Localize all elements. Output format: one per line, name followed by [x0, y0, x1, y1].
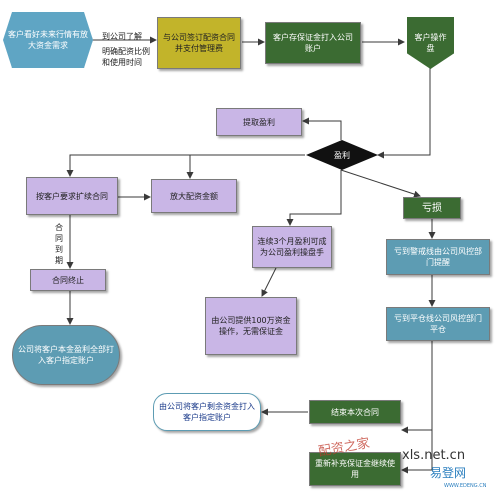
node-sign-contract: 与公司签订配资合同并支付管理费 [157, 17, 241, 69]
node-customer-interest: 客户看好未来行情有放大资金需求 [3, 12, 93, 68]
node-settle-all: 公司将客户本金盈利全部打入客户指定账户 [12, 325, 120, 385]
node-stop-loss: 亏到平仓线公司风控部门平仓 [386, 307, 490, 341]
arrow-decision-to-withdraw [302, 117, 342, 140]
arrow-three-months-to-company-funds [261, 267, 277, 297]
node-expand-contract: 按客户要求扩续合同 [26, 177, 118, 215]
node-deposit: 客户存保证金打入公司账户 [265, 22, 361, 64]
node-warning-line: 亏到警戒线由公司风控部门提醒 [386, 239, 490, 275]
node-three-months: 连续3个月盈利可成为公司盈利操盘手 [252, 226, 332, 268]
watermark-domain: xls.net.cn [402, 448, 466, 463]
watermark-brand-url: WWW.EDENG.CN [444, 483, 487, 489]
node-increase-funds: 放大配资金额 [151, 179, 237, 213]
label-understand-detail: 明确配资比例和使用时间 [102, 47, 150, 67]
node-continue-deposit: 重新补充保证金继续使用 [309, 452, 401, 486]
node-withdraw-profit: 提取盈利 [216, 108, 302, 136]
node-close-contract: 结束本次合同 [309, 400, 401, 424]
arrow-decision-to-three-months [286, 170, 342, 226]
watermark-brand: 易登网 [430, 466, 467, 480]
arrow-decision-to-expand [66, 154, 305, 177]
arrow-stop-loss-to-continue [401, 340, 433, 474]
node-refund-remaining: 由公司将客户剩余资金打入客户指定账户 [153, 393, 261, 431]
arrow-operation-to-decision [377, 62, 431, 159]
arrow-decision-to-increase [186, 154, 305, 179]
label-contract-due: 合同到期 [55, 223, 63, 265]
node-contract-end: 合同终止 [30, 269, 106, 291]
arrow-decision-to-loss [340, 169, 421, 198]
node-loss: 亏损 [403, 197, 461, 219]
node-company-funds: 由公司提供100万资金操作，无需保证金 [205, 297, 297, 355]
label-understand: 到公司了解 [102, 32, 142, 41]
